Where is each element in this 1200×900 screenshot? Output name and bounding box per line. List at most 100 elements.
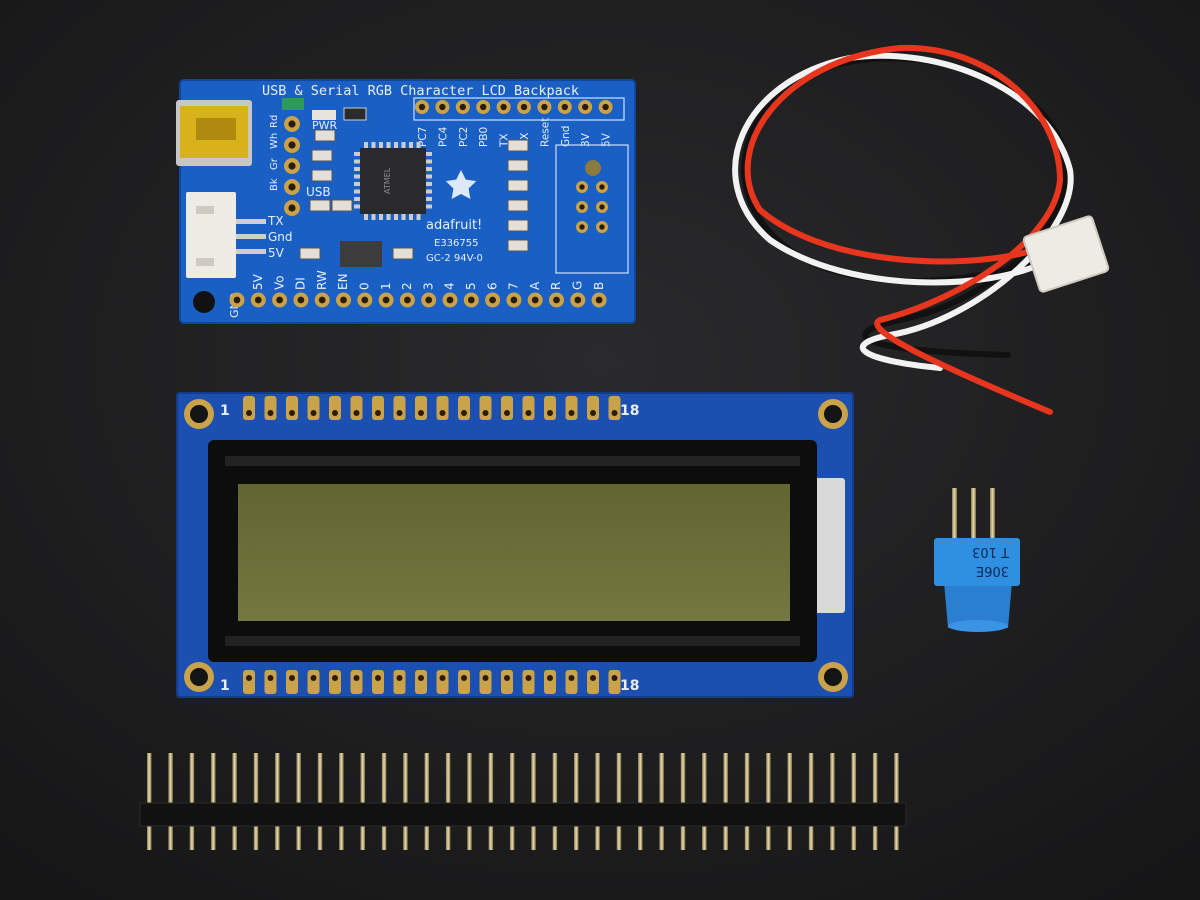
led <box>282 98 304 110</box>
lcd-pad <box>479 670 492 694</box>
lcd-pad <box>307 396 320 420</box>
lcd-screen <box>238 484 790 621</box>
smd-component <box>311 169 333 182</box>
header-pin <box>702 753 707 850</box>
header-pin <box>766 753 771 850</box>
pin-label: 6 <box>485 282 499 290</box>
header-pin <box>467 753 472 850</box>
header-pin <box>189 753 195 850</box>
lcd-pad <box>415 670 427 694</box>
header-pin <box>595 753 600 850</box>
lcd-backpack-board: USB & Serial RGB Character LCD Backpack … <box>176 79 636 324</box>
lcd-pad <box>372 670 384 694</box>
header-pin <box>403 753 408 850</box>
header-pin <box>339 753 344 850</box>
pin-label: PB0 <box>478 127 490 147</box>
smd-component <box>314 129 336 142</box>
header-pin <box>531 753 536 850</box>
atmel-microcontroller: ATMEL <box>354 142 432 220</box>
header-pin <box>360 753 365 850</box>
pin-label: Gr <box>269 157 280 170</box>
header-pin <box>894 753 899 850</box>
pin-18-label-bottom: 18 <box>620 678 639 694</box>
pin-label: 7 <box>507 282 521 290</box>
header-pin <box>616 753 622 850</box>
smd-component <box>311 149 333 162</box>
header-pin <box>168 753 173 850</box>
trim-potentiometer: 306E T 103 <box>934 488 1020 632</box>
smd-component <box>392 247 414 260</box>
header-pin <box>445 753 451 850</box>
pin-label: Rd <box>269 115 280 128</box>
lcd-pad <box>501 396 513 420</box>
lcd-pad <box>436 396 449 420</box>
header-pin <box>488 753 494 850</box>
pin-label: PC7 <box>417 127 429 147</box>
rating-label: GC-2 94V-0 <box>426 253 483 264</box>
lcd-pad <box>415 396 427 420</box>
pin-label: 2 <box>400 282 414 290</box>
smd-component <box>331 199 353 212</box>
header-pin <box>552 753 558 850</box>
lcd-pad <box>544 396 556 420</box>
lcd-pad <box>565 670 578 694</box>
smd-component <box>507 199 529 212</box>
lcd-pad <box>264 670 277 694</box>
lcd-pad <box>329 670 341 694</box>
pin-label: Bk <box>269 178 280 191</box>
lcd-pad <box>565 396 578 420</box>
lcd-pad <box>522 670 535 694</box>
header-pin <box>659 753 664 850</box>
character-lcd-16x2: 1 18 1 18 <box>176 392 854 698</box>
pin-label: 3 <box>421 282 435 290</box>
smd-component <box>507 219 529 232</box>
pin-label: 5V <box>251 273 265 290</box>
adafruit-star-logo <box>445 170 477 199</box>
lcd-pad <box>501 670 513 694</box>
pin-label: 0 <box>358 282 372 290</box>
lcd-pad <box>608 670 621 694</box>
pin-label: DI <box>294 277 308 290</box>
pin-1-label-top: 1 <box>220 403 230 419</box>
pin-label: 5V <box>601 132 613 147</box>
brand-label: adafruit! <box>426 218 482 233</box>
smd-component <box>507 139 529 152</box>
pin-label: R <box>549 282 563 290</box>
lcd-pad <box>372 396 384 420</box>
pin-label: 4 <box>443 282 457 290</box>
pin-label: 5V <box>268 246 285 260</box>
lcd-pad <box>479 396 492 420</box>
lcd-pad <box>243 670 255 694</box>
header-pin <box>851 753 857 850</box>
male-header-strip <box>139 753 907 850</box>
header-pin <box>232 753 237 850</box>
cert-label: E336755 <box>434 238 479 249</box>
regulator <box>340 241 382 267</box>
lcd-top-pads <box>243 396 621 420</box>
header-pin <box>574 753 579 850</box>
pot-marking-1: 306E <box>976 563 1009 578</box>
pin-label: RW <box>315 270 329 290</box>
pin-label: PC2 <box>458 127 470 147</box>
backlight-diffuser <box>815 478 845 613</box>
header-pin <box>381 753 387 850</box>
jst-plug <box>1022 215 1110 293</box>
lcd-pad <box>393 670 406 694</box>
pin-label: EN <box>336 273 350 290</box>
svg-text:ATMEL: ATMEL <box>383 167 392 194</box>
mount-hole <box>193 291 215 313</box>
pin-label: Gnd <box>268 230 293 244</box>
top-header-holes <box>415 100 613 114</box>
lcd-pad <box>458 670 470 694</box>
header-pin <box>638 753 643 850</box>
lcd-pad <box>350 670 363 694</box>
pin-label: 1 <box>379 282 393 290</box>
pin-label: G <box>571 281 585 290</box>
header-pin <box>424 753 430 850</box>
usb-label: USB <box>306 185 331 199</box>
lcd-pad <box>350 396 363 420</box>
header-pin <box>787 753 792 850</box>
lcd-pad <box>329 396 341 420</box>
